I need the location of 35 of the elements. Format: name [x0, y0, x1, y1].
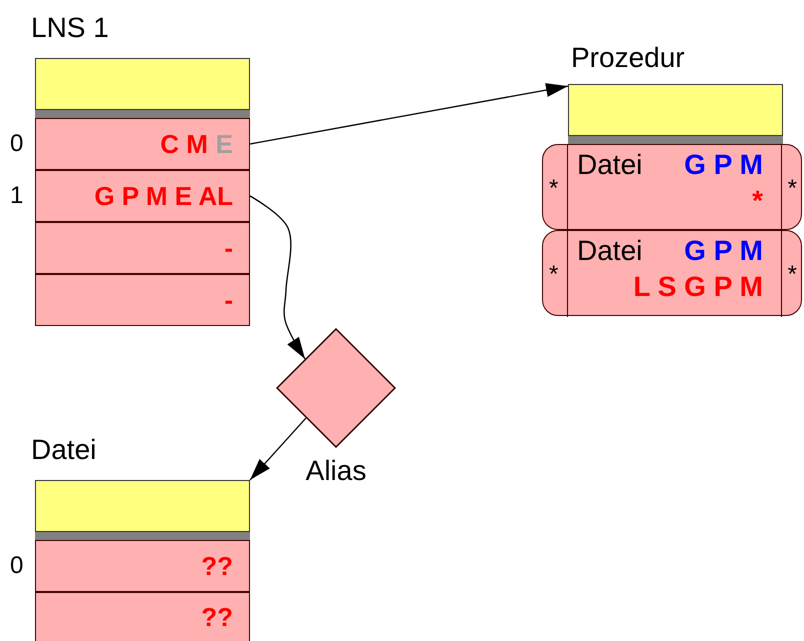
table-title: LNS 1 [31, 11, 109, 45]
arrow [250, 418, 306, 480]
table-row [35, 118, 250, 170]
flag-letters: * [752, 185, 763, 217]
table-row [35, 540, 250, 592]
row-entry: G P M E AL [94, 181, 233, 211]
arrow [250, 195, 306, 360]
table-row [35, 592, 250, 641]
rounded-row [542, 230, 802, 316]
row-entry: C M [160, 129, 208, 159]
arrow [250, 83, 568, 145]
row-entry: ?? [201, 551, 233, 581]
row-entry: - [224, 285, 233, 315]
table-title: Datei [31, 433, 96, 467]
rounded-row [542, 144, 802, 230]
field-name: Datei [577, 235, 642, 267]
multiplicity-mark: * [549, 260, 558, 290]
row-index: 0 [10, 552, 24, 580]
flag-letters: G P M [684, 149, 763, 181]
table-row [35, 274, 250, 326]
row-entry: ?? [201, 602, 233, 632]
table-title: Prozedur [571, 41, 685, 75]
flag-letters: G P M [684, 235, 763, 267]
table-row [35, 170, 250, 222]
flag-letters: L S G P M [633, 271, 763, 303]
row-index: 0 [10, 130, 24, 158]
diamond-label: Alias [304, 454, 368, 488]
row-entry: - [224, 233, 233, 263]
table-row [35, 222, 250, 274]
multiplicity-mark: * [549, 174, 558, 204]
row-entry: E [216, 129, 233, 159]
multiplicity-mark: * [788, 260, 797, 290]
field-name: Datei [577, 149, 642, 181]
multiplicity-mark: * [788, 174, 797, 204]
row-index: 1 [10, 182, 24, 210]
